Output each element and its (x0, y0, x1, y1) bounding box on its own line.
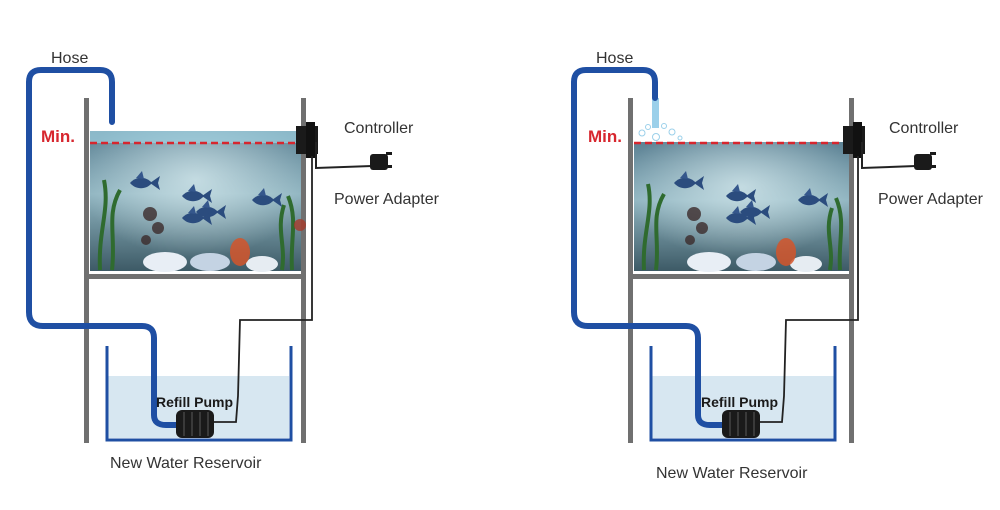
min-label: Min. (588, 127, 622, 146)
controller-device (296, 122, 318, 158)
stand-post-left (84, 98, 89, 443)
reservoir-label: New Water Reservoir (110, 455, 262, 472)
hose-label: Hose (596, 50, 633, 67)
water-stream (652, 98, 659, 128)
reservoir-container (649, 346, 837, 442)
reservoir-container (105, 346, 293, 442)
pump-label: Refill Pump (156, 394, 233, 410)
hose (571, 67, 729, 428)
hose-label: Hose (51, 50, 88, 67)
stand-post-right (301, 98, 306, 443)
pump-cable (760, 156, 859, 423)
controller-device (843, 122, 865, 158)
power-adapter-icon (914, 152, 936, 170)
hose (26, 67, 185, 428)
stand-post-right (849, 98, 854, 443)
panel-right: Min. Controller Power Adapter Hose Refi (571, 50, 984, 482)
pump-cable (214, 156, 313, 423)
power-adapter-label: Power Adapter (878, 191, 984, 208)
power-adapter-icon (370, 152, 392, 170)
aquarium (90, 131, 306, 272)
reservoir-label: New Water Reservoir (656, 465, 808, 482)
min-label: Min. (41, 127, 75, 146)
controller-label: Controller (889, 120, 959, 137)
pump-label: Refill Pump (701, 394, 778, 410)
controller-label: Controller (344, 120, 414, 137)
stand-shelf (628, 274, 854, 279)
panel-left: Min. Controller Power Adapter Hose Refi (26, 50, 440, 472)
water-splash (638, 123, 683, 141)
adapter-cable (315, 142, 373, 170)
power-adapter-label: Power Adapter (334, 191, 440, 208)
stand-shelf (84, 274, 306, 279)
refill-pump-icon (722, 410, 760, 438)
stand-post-left (628, 98, 633, 443)
refill-pump-icon (176, 410, 214, 438)
aquarium (634, 142, 849, 272)
adapter-cable (861, 142, 917, 170)
